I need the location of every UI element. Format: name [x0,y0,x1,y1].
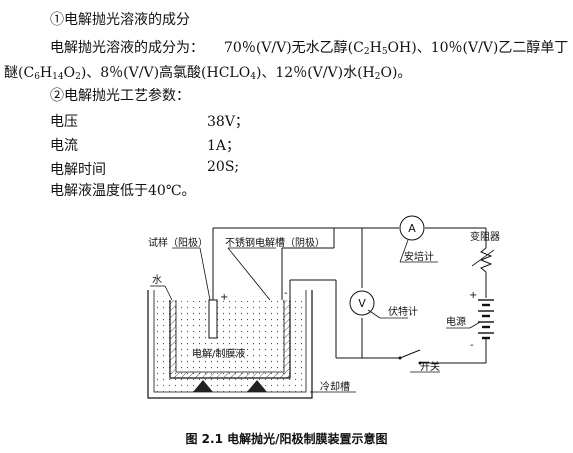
ammeter: A [399,215,425,241]
cathode-minus-sign: - [284,288,288,299]
battery-minus-sign: - [470,340,474,351]
param-current-value: 1A； [207,138,241,154]
rheostat [471,247,495,273]
battery-plus-sign: + [469,290,477,301]
switch [398,349,422,365]
svg-text:V: V [358,297,366,310]
param-time-label: 电解时间 [50,162,106,178]
label-cooling: 冷却槽 [320,380,350,393]
label-sample: 试样（阳极） [148,236,208,249]
param-time-value: 20S; [207,159,240,175]
section1-heading: ①电解抛光溶液的成分 [50,12,190,28]
label-voltmeter: 伏特计 [388,305,418,318]
tank-supports [193,380,267,392]
sample-anode [208,228,218,339]
composition-line-2: 醚(C6H14O2)、8％(V/V)高氯酸(HCLO4)、12％(V/V)水(H… [4,65,412,82]
label-tank: 不锈钢电解槽（阴极） [225,236,325,249]
circuit-wires [213,227,487,364]
label-rheostat: 变阻器 [470,230,500,243]
param-voltage-value: 38V； [207,114,249,130]
label-switch: 开关 [420,360,440,373]
label-solution: 电解/制膜液 [192,347,245,360]
anode-plus-sign: + [220,292,228,303]
param-voltage-label: 电压 [50,114,78,130]
param-current-label: 电流 [50,138,78,154]
voltmeter: V [349,290,375,316]
composition-line-1: 电解抛光溶液的成分为：70％(V/V)无水乙醇(C2H5OH)、10％(V/V)… [50,40,569,57]
section2-heading: ②电解抛光工艺参数： [50,88,190,104]
leader-lines [150,239,481,393]
figure-caption: 图 2.1 电解抛光/阳极制膜装置示意图 [185,432,388,446]
label-ammeter: 安培计 [404,250,434,263]
label-water: 水 [152,274,162,286]
svg-text:A: A [408,222,416,235]
temperature-text: 电解液温度低于40℃。 [50,183,196,199]
label-power: 电源 [446,315,466,328]
power-source [478,299,494,340]
electrolytic-tank [169,300,291,379]
